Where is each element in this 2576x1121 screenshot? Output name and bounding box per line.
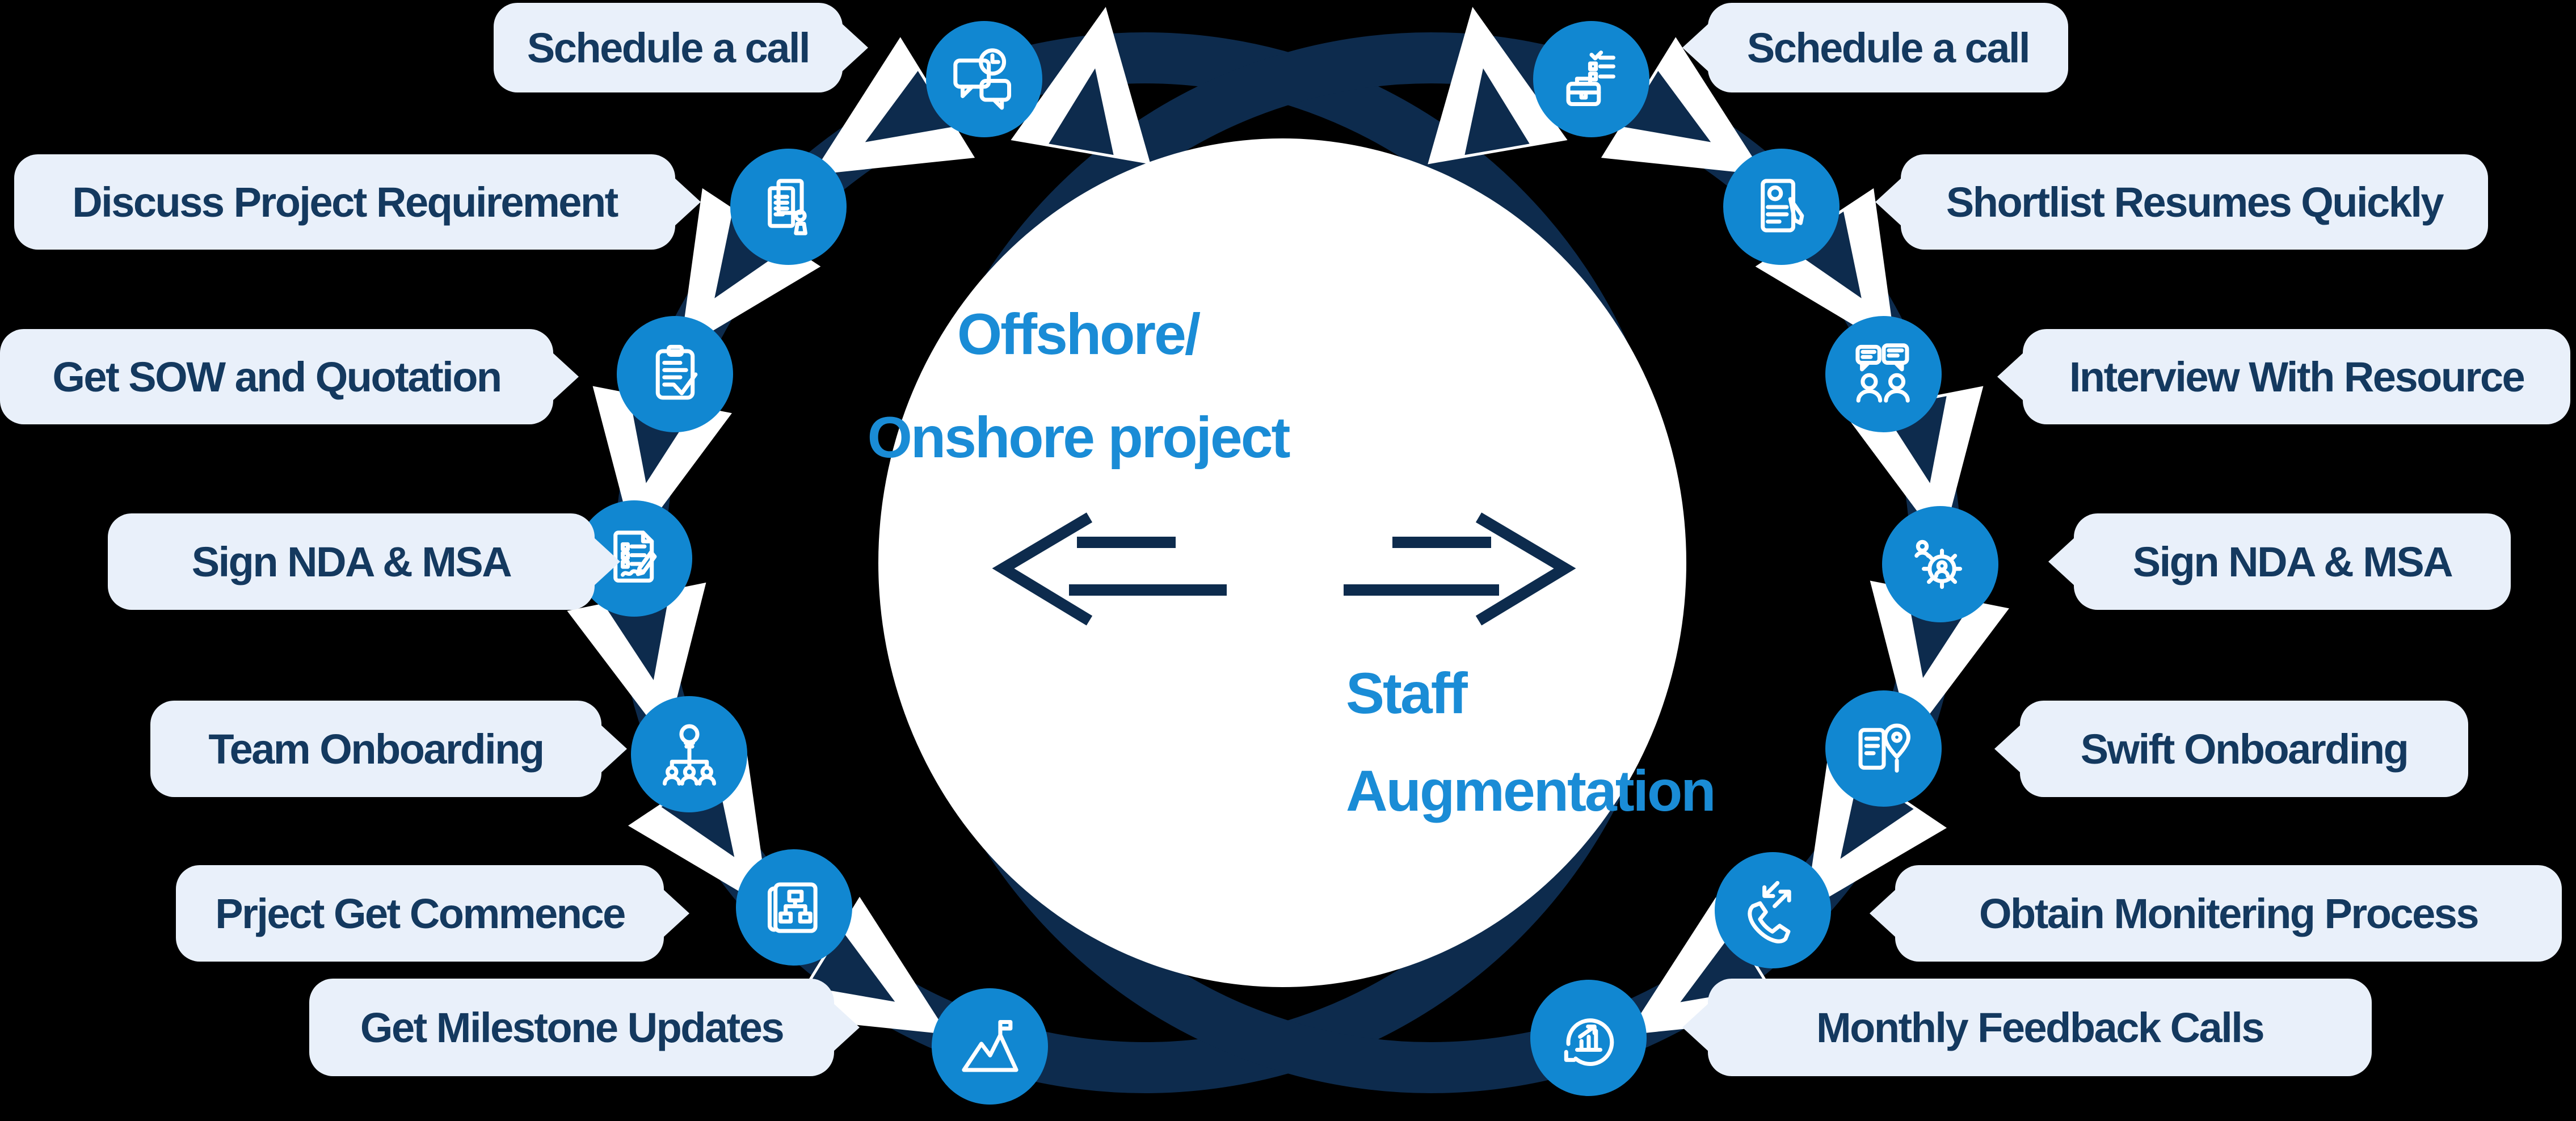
step-label-text: Sign NDA & MSA bbox=[2132, 538, 2453, 585]
right-flow-title: Staff Augmentation bbox=[1346, 644, 1868, 840]
resume-pencil-icon bbox=[1760, 178, 1804, 232]
step-icon-sow-quotation bbox=[617, 316, 733, 432]
flow-step-arrow-notch bbox=[1464, 68, 1530, 155]
step-icon-shortlist-resumes bbox=[1723, 149, 1840, 265]
step-label-shortlist-resumes-quickly: Shortlist Resumes Quickly bbox=[1901, 154, 2488, 250]
flow-step-arrow bbox=[1428, 7, 1568, 165]
flow-step-arrow-notch bbox=[1788, 211, 1862, 298]
interview-chat-icon bbox=[1855, 343, 1910, 403]
step-label-text: Schedule a call bbox=[1746, 24, 2031, 71]
step-icon-monitoring-process bbox=[1715, 852, 1831, 968]
flow-step-arrow-notch bbox=[714, 211, 788, 298]
step-label-text: Interview With Resource bbox=[2069, 353, 2526, 401]
step-label-text: Get Milestone Updates bbox=[360, 1004, 785, 1051]
step-label-swift-onboarding: Swift Onboarding bbox=[2020, 701, 2468, 797]
step-label-monthly-feedback-calls: Monthly Feedback Calls bbox=[1708, 979, 2372, 1076]
left-flow-title-line2: Onshore project bbox=[867, 405, 1291, 470]
left-flow-title-line1: Offshore/ bbox=[957, 302, 1201, 366]
step-label-schedule-a-call-left: Schedule a call bbox=[494, 3, 843, 92]
flow-step-arrow-notch bbox=[807, 930, 895, 1002]
step-label-prject-get-commence: Prject Get Commence bbox=[176, 865, 664, 962]
step-label-text: Obtain Monitering Process bbox=[1979, 890, 2480, 937]
flow-step-arrow-notch bbox=[1049, 68, 1114, 155]
center-direction-arrows bbox=[992, 512, 1576, 626]
right-arrow-icon bbox=[1475, 512, 1576, 626]
chart-growth-cycle-icon bbox=[1564, 1018, 1614, 1066]
team-idea-icon bbox=[662, 724, 716, 786]
step-label-discuss-project-requirement: Discuss Project Requirement bbox=[14, 154, 675, 250]
step-icon-project-commence bbox=[736, 849, 852, 966]
step-label-schedule-a-call-right: Schedule a call bbox=[1708, 3, 2068, 92]
step-label-text: Sign NDA & MSA bbox=[191, 538, 512, 585]
step-icon-schedule-call-left bbox=[926, 21, 1042, 137]
step-icon-swift-onboarding bbox=[1825, 690, 1942, 807]
step-label-sign-nda-msa-right: Sign NDA & MSA bbox=[2074, 513, 2511, 610]
right-flow-title-line2: Augmentation bbox=[1346, 758, 1716, 823]
phone-arrows-icon bbox=[1747, 880, 1791, 943]
right-flow-title-line1: Staff bbox=[1346, 661, 1468, 726]
gear-team-icon bbox=[1914, 540, 1962, 589]
chat-clock-icon bbox=[953, 48, 1011, 109]
step-label-sign-nda-msa-left: Sign NDA & MSA bbox=[108, 513, 595, 610]
step-label-text: Get SOW and Quotation bbox=[52, 353, 502, 401]
step-label-text: Team Onboarding bbox=[208, 725, 545, 773]
project-documents-icon bbox=[767, 178, 807, 235]
step-label-text: Shortlist Resumes Quickly bbox=[1946, 178, 2444, 226]
step-label-text: Schedule a call bbox=[527, 24, 811, 71]
left-flow-title: Offshore/ Onshore project bbox=[823, 283, 1333, 489]
step-icon-schedule-call-right bbox=[1533, 21, 1649, 137]
flow-step-arrow-notch bbox=[1623, 71, 1711, 142]
step-label-team-onboarding: Team Onboarding bbox=[150, 701, 601, 797]
step-label-text: Monthly Feedback Calls bbox=[1816, 1004, 2264, 1051]
step-label-interview-with-resource: Interview With Resource bbox=[2023, 329, 2570, 424]
step-label-text: Discuss Project Requirement bbox=[72, 178, 618, 226]
step-icon-monthly-feedback bbox=[1530, 980, 1647, 1096]
step-label-get-sow-and-quotation: Get SOW and Quotation bbox=[0, 329, 553, 424]
step-icon-discuss-requirement bbox=[730, 149, 847, 265]
left-arrow-icon bbox=[992, 512, 1093, 626]
step-label-text: Swift Onboarding bbox=[2080, 725, 2409, 773]
flow-step-arrow-notch bbox=[865, 71, 953, 142]
briefcase-checklist-icon bbox=[1566, 50, 1615, 106]
flow-step-arrow bbox=[1011, 7, 1151, 165]
step-label-get-milestone-updates: Get Milestone Updates bbox=[309, 979, 834, 1076]
step-icon-interview-resource bbox=[1825, 316, 1942, 432]
step-label-obtain-monitering-process: Obtain Monitering Process bbox=[1895, 865, 2562, 962]
clipboard-check-icon bbox=[655, 344, 697, 399]
pin-checklist-icon bbox=[1858, 723, 1910, 773]
step-icon-team-onboarding bbox=[631, 696, 747, 812]
step-label-text: Prject Get Commence bbox=[215, 890, 626, 937]
step-icon-milestone-updates bbox=[932, 988, 1048, 1105]
center-ellipse bbox=[878, 138, 1686, 987]
flowchart-scroll-icon bbox=[767, 882, 818, 933]
step-icon-sign-nda-right bbox=[1882, 506, 1998, 622]
mountain-flag-icon bbox=[961, 1019, 1018, 1072]
